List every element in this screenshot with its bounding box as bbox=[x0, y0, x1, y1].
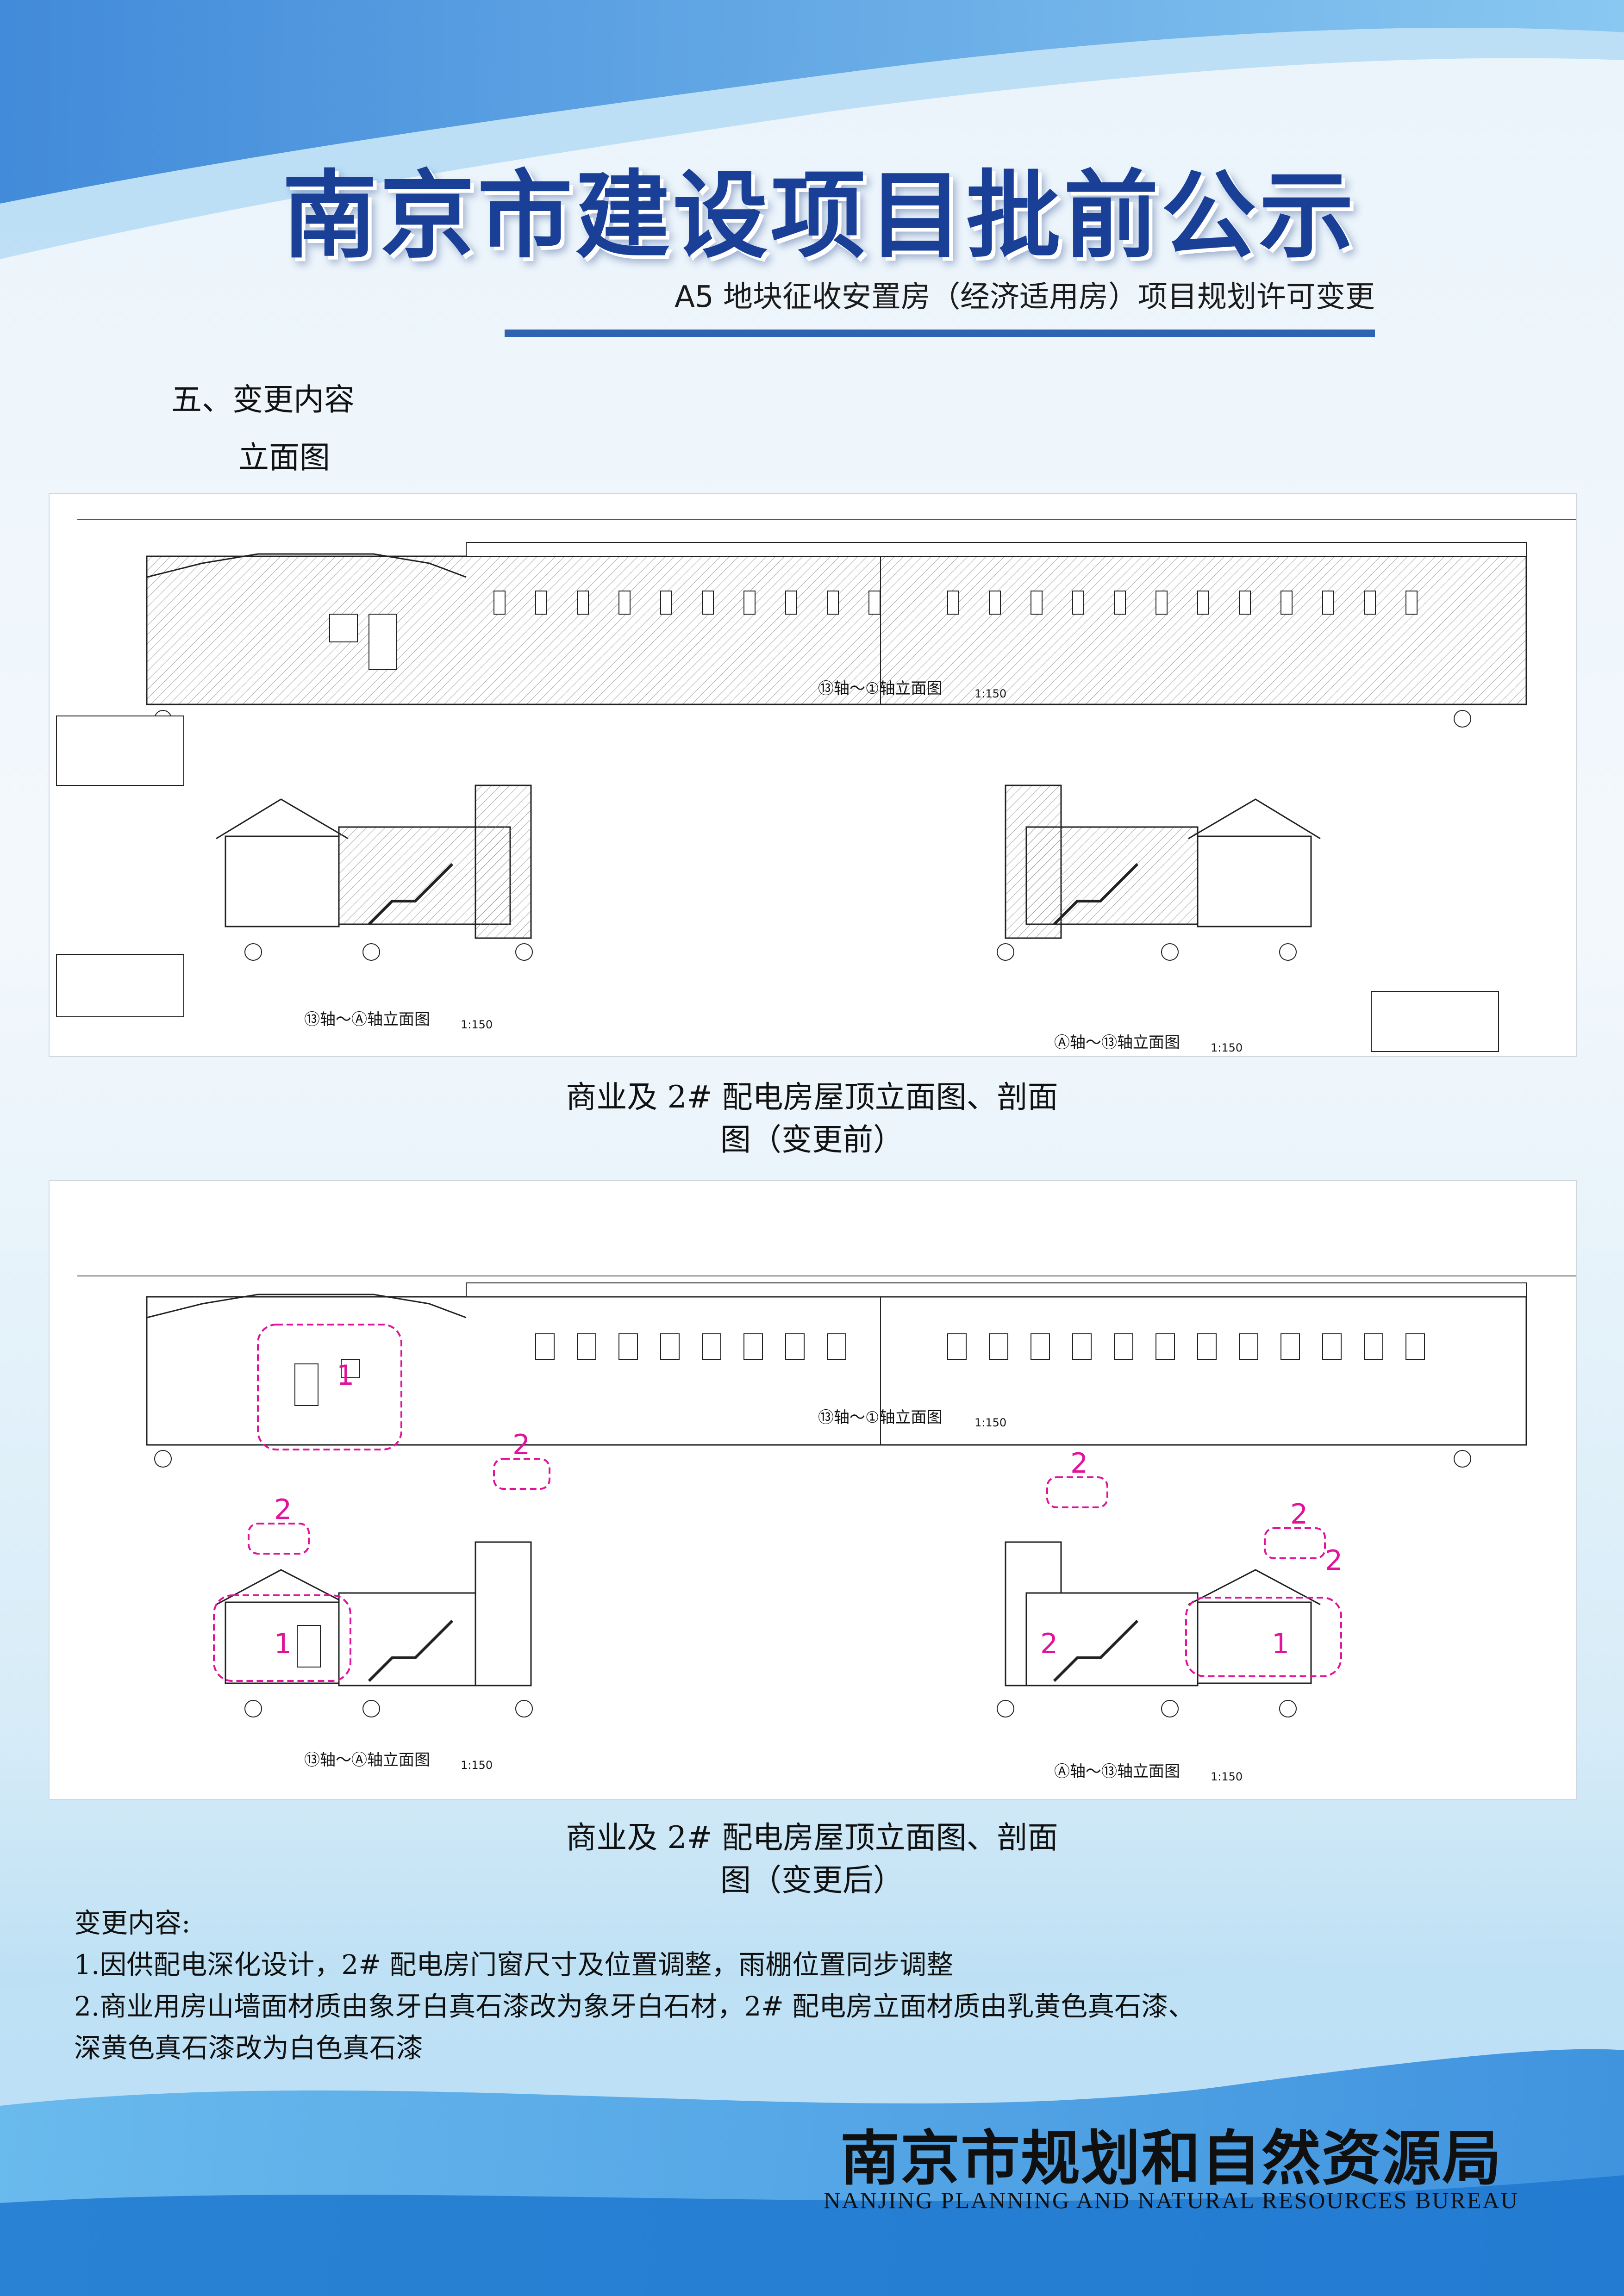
elevation-drawing-after: ⑬轴～①轴立面图 1:150 ⑬轴～Ⓐ轴立面图 1:150 bbox=[49, 1180, 1577, 1800]
revision-markers: 1 2 2 2 2 1 2 2 1 bbox=[274, 1359, 1343, 1660]
legend-box bbox=[56, 716, 184, 786]
caption-after-line1: 商业及 2# 配电房屋顶立面图、剖面 bbox=[566, 1820, 1058, 1855]
left-section: ⑬轴～Ⓐ轴立面图 1:150 bbox=[216, 784, 533, 1031]
notes-item-1: 1.因供配电深化设计，2# 配电房门窗尺寸及位置调整，雨棚位置同步调整 bbox=[74, 1949, 954, 1980]
project-subtitle: A5 地块征收安置房（经济适用房）项目规划许可变更 bbox=[675, 280, 1375, 314]
right-view-scale: 1:150 bbox=[1211, 1770, 1243, 1783]
revision-marker: 2 bbox=[1070, 1447, 1088, 1480]
notes-title: 变更内容: bbox=[74, 1907, 191, 1939]
top-view-label: ⑬轴～①轴立面图 bbox=[818, 679, 942, 698]
left-view-label: ⑬轴～Ⓐ轴立面图 bbox=[304, 1751, 430, 1769]
revision-marker: 1 bbox=[337, 1359, 354, 1392]
caption-before-line2: 图（变更前） bbox=[720, 1122, 904, 1157]
revision-marker: 1 bbox=[274, 1628, 292, 1660]
title-underline bbox=[505, 330, 1375, 337]
right-view-label: Ⓐ轴～⑬轴立面图 bbox=[1054, 1762, 1180, 1781]
caption-after-line2: 图（变更后） bbox=[720, 1862, 904, 1898]
page-title: 南京市建设项目批前公示 bbox=[282, 160, 1357, 271]
top-view-label: ⑬轴～①轴立面图 bbox=[818, 1408, 942, 1427]
right-view-scale: 1:150 bbox=[1211, 1041, 1243, 1054]
left-view-scale: 1:150 bbox=[461, 1759, 493, 1772]
top-elevation: ⑬轴～①轴立面图 1:150 bbox=[77, 1276, 1576, 1468]
top-elevation: ⑬轴～①轴立面图 1:150 bbox=[77, 519, 1576, 728]
notes-item-2a: 2.商业用房山墙面材质由象牙白真石漆改为象牙白石材，2# 配电房立面材质由乳黄色… bbox=[74, 1991, 1195, 2022]
top-view-scale: 1:150 bbox=[974, 1416, 1006, 1429]
revision-marker: 2 bbox=[1040, 1628, 1058, 1660]
revision-marker: 2 bbox=[274, 1493, 292, 1526]
revision-marker: 1 bbox=[1272, 1628, 1289, 1660]
right-section: Ⓐ轴～⑬轴立面图 1:150 bbox=[997, 1476, 1342, 1783]
notes-item-2b: 深黄色真石漆改为白色真石漆 bbox=[74, 2032, 424, 2064]
right-view-label: Ⓐ轴～⑬轴立面图 bbox=[1054, 1033, 1180, 1052]
caption-after: 商业及 2# 配电房屋顶立面图、剖面 图（变更后） bbox=[0, 1817, 1624, 1902]
left-view-label: ⑬轴～Ⓐ轴立面图 bbox=[304, 1010, 430, 1029]
section-heading: 五、变更内容 bbox=[171, 382, 355, 417]
caption-before-line1: 商业及 2# 配电房屋顶立面图、剖面 bbox=[566, 1079, 1058, 1115]
change-notes: 变更内容: 1.因供配电深化设计，2# 配电房门窗尺寸及位置调整，雨棚位置同步调… bbox=[74, 1902, 1555, 2069]
revision-marker: 2 bbox=[512, 1429, 530, 1461]
revision-marker: 2 bbox=[1325, 1544, 1343, 1577]
bureau-name: 南京市规划和自然资源局 bbox=[840, 2124, 1502, 2193]
legend-box-3 bbox=[1371, 991, 1499, 1052]
revision-marker: 2 bbox=[1290, 1498, 1308, 1531]
caption-before: 商业及 2# 配电房屋顶立面图、剖面 图（变更前） bbox=[0, 1076, 1624, 1161]
bureau-name-english: NANJING PLANNING AND NATURAL RESOURCES B… bbox=[824, 2187, 1519, 2213]
top-view-scale: 1:150 bbox=[974, 687, 1006, 700]
right-section: Ⓐ轴～⑬轴立面图 1:150 bbox=[997, 784, 1321, 1054]
legend-box-2 bbox=[56, 954, 184, 1017]
elevation-drawing-before: ⑬轴～①轴立面图 1:150 ⑬轴～Ⓐ轴立面图 1:150 Ⓐ轴～⑬ bbox=[49, 493, 1577, 1057]
section-subheading: 立面图 bbox=[238, 440, 330, 475]
left-view-scale: 1:150 bbox=[461, 1018, 493, 1031]
left-section: ⑬轴～Ⓐ轴立面图 1:150 bbox=[213, 1458, 550, 1772]
